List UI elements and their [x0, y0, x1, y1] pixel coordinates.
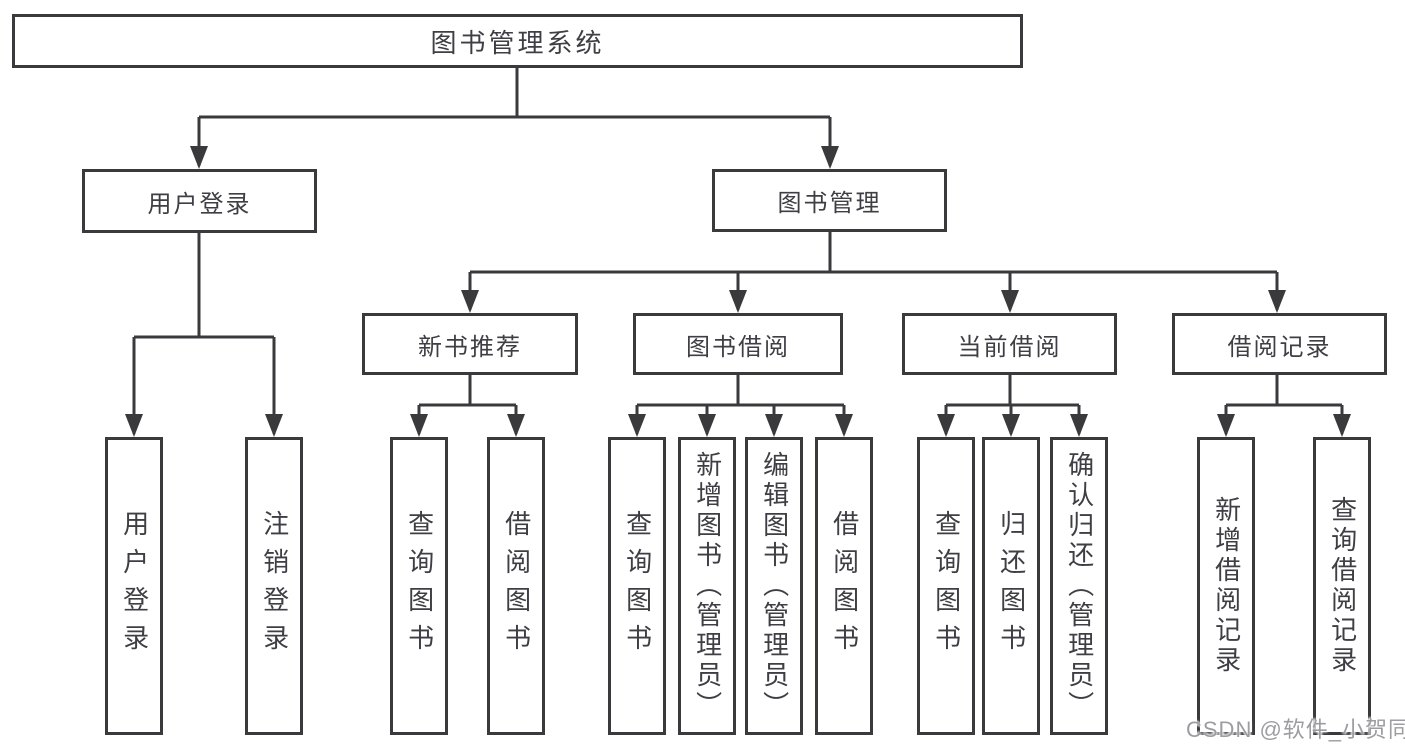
- leaf-return-books: 归还图书: [982, 437, 1040, 735]
- leaf-query-books-borrowing: 查询图书: [608, 437, 666, 735]
- leaf-query-borrow-record-label: 查询借阅记录: [1327, 496, 1358, 676]
- leaf-add-books-admin: 新增图书（管理员）: [678, 437, 736, 735]
- leaf-logout-label: 注销登录: [259, 510, 290, 662]
- node-user-login-label: 用户登录: [147, 190, 252, 218]
- leaf-return-books-label: 归还图书: [996, 510, 1027, 662]
- node-new-book-recommend: 新书推荐: [362, 313, 578, 375]
- node-book-borrowing: 图书借阅: [633, 313, 843, 375]
- leaf-logout: 注销登录: [245, 437, 303, 735]
- leaf-add-borrow-record-label: 新增借阅记录: [1211, 496, 1242, 676]
- csdn-watermark: CSDN @软件_小贺同学: [1186, 717, 1405, 742]
- leaf-query-books-borrowing-label: 查询图书: [622, 510, 653, 662]
- leaf-query-books-recommend-label: 查询图书: [404, 510, 435, 662]
- node-new-book-recommend-label: 新书推荐: [418, 333, 522, 361]
- node-book-management-label: 图书管理: [777, 190, 882, 217]
- leaf-confirm-return-admin-label: 确认归还（管理员）: [1064, 451, 1095, 721]
- leaf-add-books-admin-label: 新增图书（管理员）: [692, 451, 723, 721]
- leaf-borrow-books-borrowing: 借阅图书: [815, 437, 873, 735]
- node-root-label: 图书管理系统: [430, 27, 605, 58]
- leaf-borrow-books-recommend: 借阅图书: [487, 437, 545, 735]
- node-root-system: 图书管理系统: [12, 14, 1023, 68]
- node-user-login: 用户登录: [82, 169, 317, 233]
- node-current-borrowing: 当前借阅: [902, 313, 1117, 375]
- arrowheads: [125, 146, 1351, 437]
- node-book-borrowing-label: 图书借阅: [686, 333, 790, 361]
- leaf-user-login-label: 用户登录: [119, 510, 150, 662]
- leaf-query-borrow-record: 查询借阅记录: [1313, 437, 1371, 735]
- leaf-add-borrow-record: 新增借阅记录: [1197, 437, 1255, 735]
- leaf-query-books-current-label: 查询图书: [931, 510, 962, 662]
- leaf-edit-books-admin: 编辑图书（管理员）: [745, 437, 803, 735]
- node-borrow-records: 借阅记录: [1172, 313, 1387, 375]
- leaf-user-login: 用户登录: [105, 437, 163, 735]
- leaf-borrow-books-borrowing-label: 借阅图书: [829, 510, 860, 662]
- leaf-confirm-return-admin: 确认归还（管理员）: [1050, 437, 1108, 735]
- node-book-management: 图书管理: [712, 169, 947, 232]
- node-borrow-records-label: 借阅记录: [1227, 333, 1332, 361]
- leaf-borrow-books-recommend-label: 借阅图书: [501, 510, 532, 662]
- leaf-query-books-recommend: 查询图书: [390, 437, 448, 735]
- node-current-borrowing-label: 当前借阅: [957, 333, 1062, 361]
- leaf-edit-books-admin-label: 编辑图书（管理员）: [759, 451, 790, 721]
- leaf-query-books-current: 查询图书: [917, 437, 975, 735]
